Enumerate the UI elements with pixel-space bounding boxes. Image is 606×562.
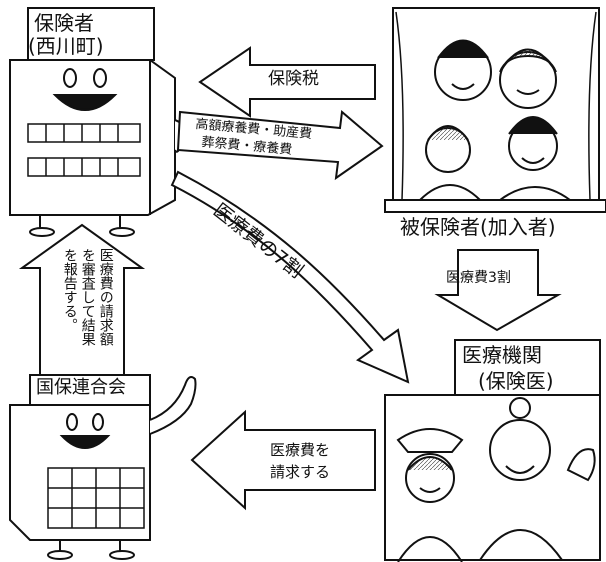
arrow-copay-30 <box>434 249 562 332</box>
medical-subtitle: (保険医) <box>478 369 554 393</box>
insurer-title: 保険者 <box>34 11 94 35</box>
copay-30-label: 医療費3割 <box>446 270 511 286</box>
federation-title: 国保連合会 <box>36 377 126 398</box>
claim-label-1: 医療費を <box>270 441 331 459</box>
insurer-building <box>9 7 186 237</box>
arrow-benefits <box>176 110 384 181</box>
medical-title: 医療機関 <box>462 343 542 367</box>
insured-title: 被保険者(加入者) <box>400 215 556 239</box>
review-label-1: 医療費の請求額 <box>97 248 114 346</box>
review-label-2: を審査して結果 <box>79 248 96 346</box>
federation-building <box>9 374 197 560</box>
claim-label-2: 請求する <box>270 463 331 481</box>
arrow-medical-70 <box>170 170 410 384</box>
family-window <box>384 7 606 213</box>
arrow-claim <box>190 409 376 511</box>
arrow-review <box>18 223 146 376</box>
clinic-building <box>384 339 601 562</box>
review-label-3: を報告する。 <box>61 248 78 332</box>
arrow-insurance-tax <box>198 46 376 118</box>
insurance-tax-label: 保険税 <box>268 69 319 89</box>
insurer-subtitle: (西川町) <box>28 34 104 58</box>
